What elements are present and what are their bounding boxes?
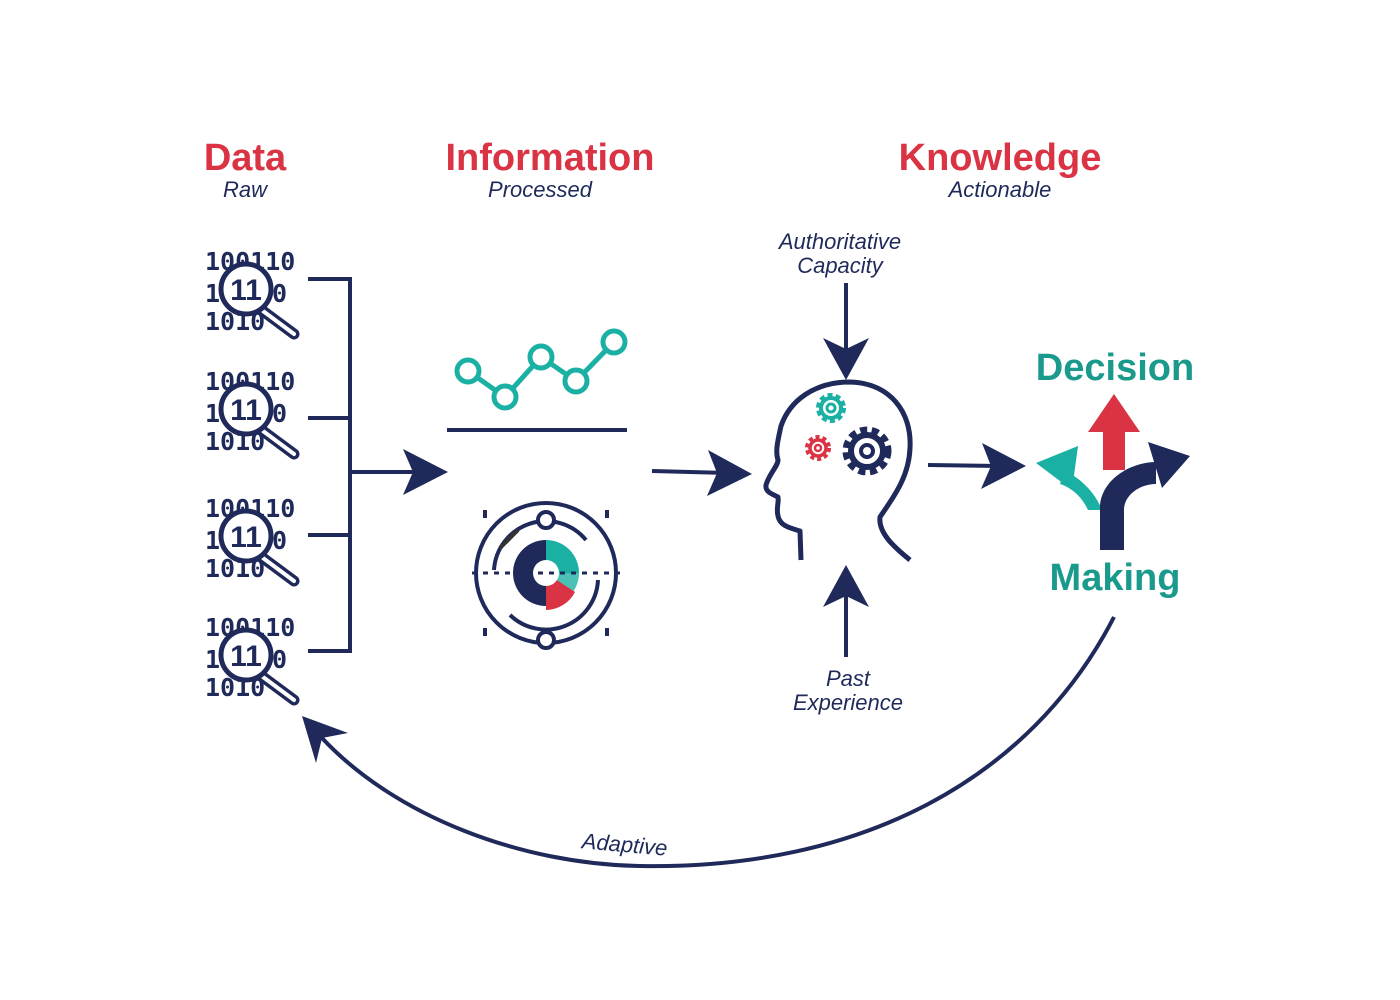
making-title: Making — [1049, 557, 1181, 599]
decision-title: Decision — [1035, 347, 1195, 389]
data-binary-magnifier-icon — [205, 367, 295, 456]
adaptive-label: Adaptive — [579, 828, 668, 861]
arrow-experience-to-head — [823, 565, 869, 657]
input-authoritative-label: Authoritative — [778, 229, 902, 254]
line-chart-icon — [454, 328, 628, 411]
data-title: Data — [203, 137, 287, 179]
arrow-data-to-information — [350, 449, 448, 495]
data-binary-magnifier-icon — [205, 613, 295, 702]
data-binary-magnifier-icon — [205, 494, 295, 583]
head-with-gears-icon — [763, 379, 913, 562]
input-experience-label: Experience — [792, 690, 904, 715]
radar-analytics-icon — [472, 501, 620, 650]
input-past-label: Past — [825, 666, 871, 691]
information-subtitle: Processed — [488, 177, 592, 202]
data-bracket — [308, 277, 352, 653]
data-binary-magnifier-icon — [205, 247, 295, 336]
adaptive-feedback-arrow — [302, 616, 1116, 869]
input-capacity-label: Capacity — [797, 253, 883, 278]
gear-icon — [816, 393, 846, 423]
gear-icon — [805, 435, 831, 461]
arrow-authoritative-to-head — [823, 283, 869, 380]
arrow-information-to-knowledge — [651, 450, 752, 496]
data-subtitle: Raw — [222, 177, 267, 202]
gear-icon — [842, 426, 892, 476]
crossroads-arrows-icon — [1036, 394, 1190, 550]
knowledge-title: Knowledge — [898, 137, 1102, 179]
knowledge-subtitle: Actionable — [948, 177, 1052, 202]
information-title: Information — [445, 137, 655, 179]
arrow-knowledge-to-decision — [927, 443, 1026, 489]
